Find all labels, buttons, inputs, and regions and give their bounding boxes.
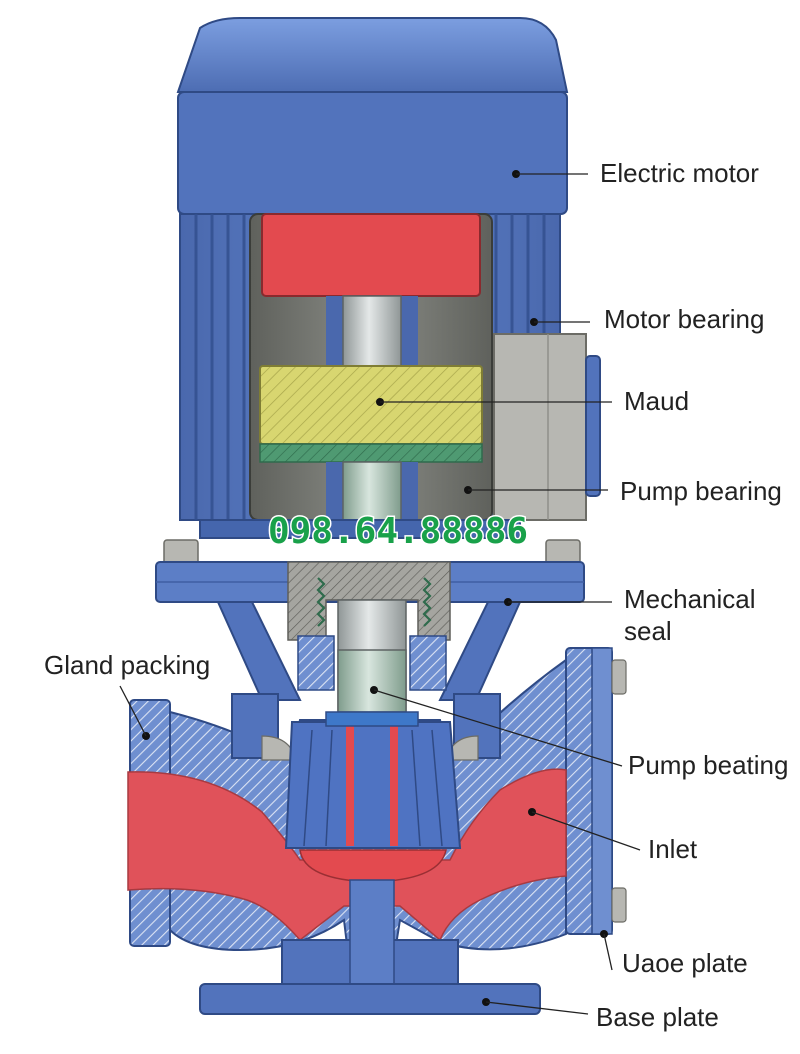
label-maud: Maud <box>624 386 689 416</box>
label-gland-packing: Gland packing <box>44 650 210 680</box>
label-inlet: Inlet <box>648 834 698 864</box>
label-motor-bearing: Motor bearing <box>604 304 764 334</box>
watermark-phone: 098.64.88886 <box>268 511 528 552</box>
leader-lines <box>119 170 641 1015</box>
label-pump-beating: Pump beating <box>628 750 788 780</box>
label-pump-bearing: Pump bearing <box>620 476 782 506</box>
label-uaoe-plate: Uaoe plate <box>622 948 748 978</box>
label-mechanical-seal-line1: Mechanical <box>624 584 756 614</box>
pump-casing <box>127 599 627 1015</box>
electric-motor <box>176 17 601 539</box>
label-mechanical-seal-line2: seal <box>624 616 672 646</box>
label-base-plate: Base plate <box>596 1002 719 1032</box>
label-electric-motor: Electric motor <box>600 158 759 188</box>
